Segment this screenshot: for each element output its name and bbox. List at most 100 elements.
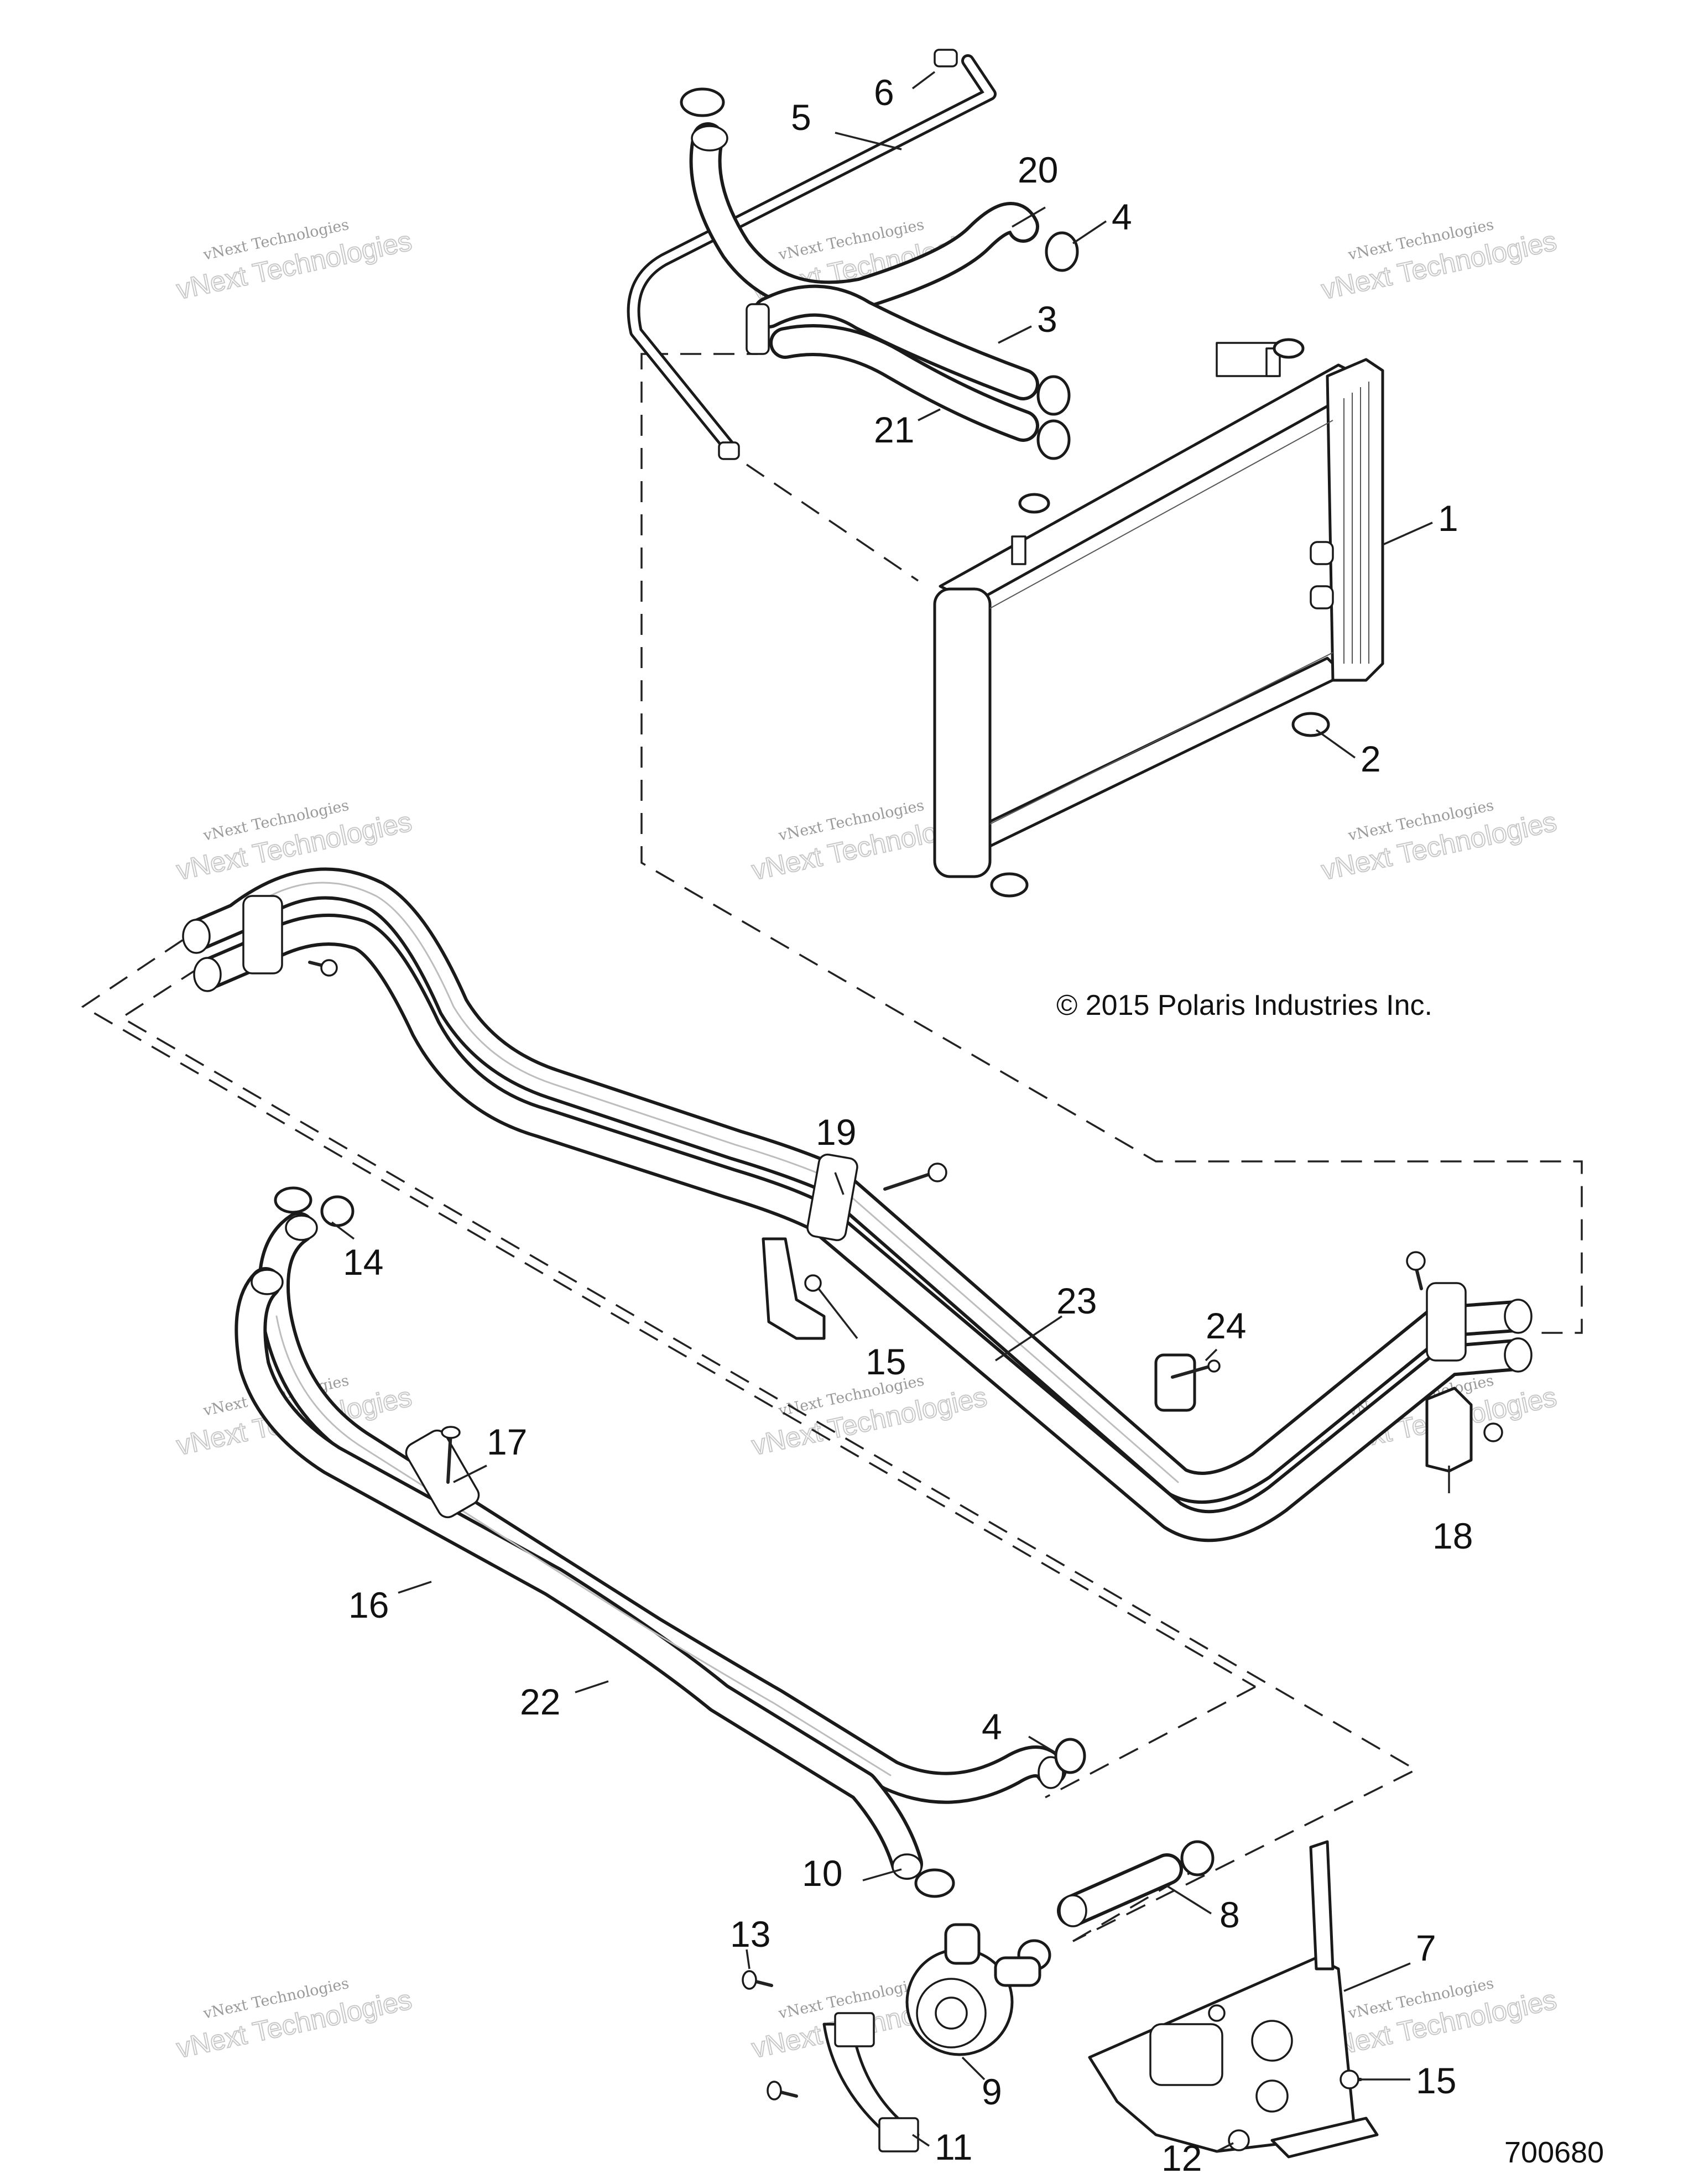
screw-head [320, 959, 338, 977]
screw-head [1406, 1251, 1426, 1271]
callout-7: 7 [1416, 1927, 1436, 1968]
watermark: vNext Technologies vNext Technologies [1318, 1975, 1560, 2065]
callout-labels: 1 2 3 4 5 6 20 21 19 14 15 23 24 18 17 1… [343, 72, 1473, 2178]
screw [767, 2081, 798, 2100]
dashed-line-tube-left-upper [81, 939, 1256, 1688]
hose-end [691, 125, 728, 152]
callout-8: 8 [1219, 1894, 1240, 1935]
watermark: vNext Technologies vNext Technologies [173, 216, 415, 306]
watermark: vNext Technologies vNext Technologies [173, 1975, 415, 2065]
callout-4-lower: 4 [982, 1706, 1002, 1747]
tube-bracket-18 [1425, 1386, 1503, 1473]
dashed-line-tube-left-lower [119, 967, 1418, 1942]
screw-13 [742, 1970, 773, 1990]
hose-clamp-4-lower [1054, 1738, 1086, 1774]
callout-23: 23 [1056, 1280, 1097, 1321]
tube-end [251, 1269, 284, 1295]
screw-17 [441, 1426, 461, 1484]
grommet-bottom-left [990, 872, 1029, 898]
callout-16: 16 [348, 1584, 389, 1625]
bolt-15-lower [1340, 2070, 1362, 2089]
hose-end [718, 441, 740, 460]
tube-clip-19 [806, 1153, 858, 1242]
plate-hole [1251, 2020, 1293, 2062]
copyright-notice: © 2015 Polaris Industries Inc. [1056, 989, 1432, 1021]
watermark: vNext Technologies vNext Technologies [1318, 797, 1560, 887]
tube-end [285, 1215, 318, 1241]
tube-clip-16 [405, 1429, 480, 1519]
grommet-bottom-right [1291, 712, 1330, 737]
callout-9: 9 [982, 2071, 1002, 2112]
callout-5: 5 [791, 97, 811, 138]
callout-21: 21 [874, 409, 914, 450]
callout-6: 6 [874, 72, 894, 113]
coolant-tube-22 [234, 1212, 1067, 1880]
callout-15-lower: 15 [1416, 2060, 1456, 2101]
callout-22: 22 [520, 1681, 560, 1722]
callout-18: 18 [1432, 1515, 1473, 1556]
hose-clamp [680, 87, 725, 117]
plate-cutout [1149, 2023, 1223, 2086]
pump-outlet [994, 1956, 1041, 1987]
hose-clamp [320, 1195, 355, 1227]
assembly-dashed-lines [81, 353, 1583, 1942]
coolant-tube-23 [182, 867, 1533, 1542]
tube-end [182, 919, 211, 954]
hose-clamps-top [680, 87, 1079, 460]
callout-17: 17 [487, 1421, 527, 1462]
tube-end [1504, 1337, 1533, 1373]
hose-clamp [1036, 419, 1071, 460]
dashed-line-hose-4-lower [1045, 1686, 1256, 1799]
callout-15-upper: 15 [866, 1341, 906, 1382]
leader-lines [331, 71, 1450, 2152]
radiator-left-tank [933, 587, 992, 878]
callout-24: 24 [1206, 1305, 1246, 1346]
tube-clip-right [1426, 1282, 1467, 1362]
radiator-right-tank [1326, 358, 1384, 682]
watermark: vNext Technologies vNext Technologies [1318, 216, 1560, 306]
tube-clip-left [242, 895, 283, 974]
nut [1208, 2004, 1226, 2022]
tube-end [193, 957, 222, 992]
upper-screws [308, 959, 1426, 1290]
callout-2: 2 [1361, 738, 1381, 779]
grommet-top-right [1273, 338, 1305, 359]
radiator [933, 342, 1384, 878]
callout-11: 11 [935, 2126, 973, 2167]
dashed-line-bleed-to-tubes [640, 353, 1583, 1334]
watermark: vNext Technologies vNext Technologies [173, 797, 415, 887]
radiator-hose-21 [769, 324, 1039, 442]
hose-end-6 [934, 49, 958, 67]
hose-clamps-14 [274, 1186, 355, 1227]
tube-end [892, 1853, 923, 1880]
grommets [990, 338, 1330, 898]
tube-clip-24 [1154, 1353, 1221, 1412]
water-pump [905, 1923, 1041, 2056]
bleed-hose-5 [627, 54, 997, 455]
tube-bracket [762, 1237, 826, 1340]
callout-1: 1 [1438, 498, 1458, 539]
plate-hole [1255, 2079, 1289, 2113]
pump-strap-11 [822, 2012, 920, 2152]
radiator-core [989, 382, 1369, 825]
callout-13: 13 [730, 1914, 770, 1954]
diagram-reference-number: 700680 [1504, 2136, 1604, 2169]
callout-10: 10 [802, 1853, 842, 1894]
callout-3: 3 [1037, 299, 1057, 340]
pump-inlet [944, 1923, 981, 1965]
grommet-top-left [1018, 493, 1050, 514]
radiator-post [1011, 535, 1026, 565]
hose-clamp [914, 1868, 955, 1898]
callout-14: 14 [343, 1242, 383, 1283]
screw-head [927, 1163, 947, 1182]
radiator-top-rail [939, 363, 1373, 604]
bolt-15 [804, 1274, 822, 1292]
tube-end [1504, 1299, 1533, 1334]
callout-4: 4 [1112, 196, 1132, 237]
dashed-line-radiator-top [746, 463, 919, 582]
callout-19: 19 [816, 1112, 856, 1153]
hose-clamp [1180, 1840, 1215, 1877]
callout-12: 12 [1161, 2138, 1202, 2178]
hose-clamp [1036, 375, 1071, 416]
